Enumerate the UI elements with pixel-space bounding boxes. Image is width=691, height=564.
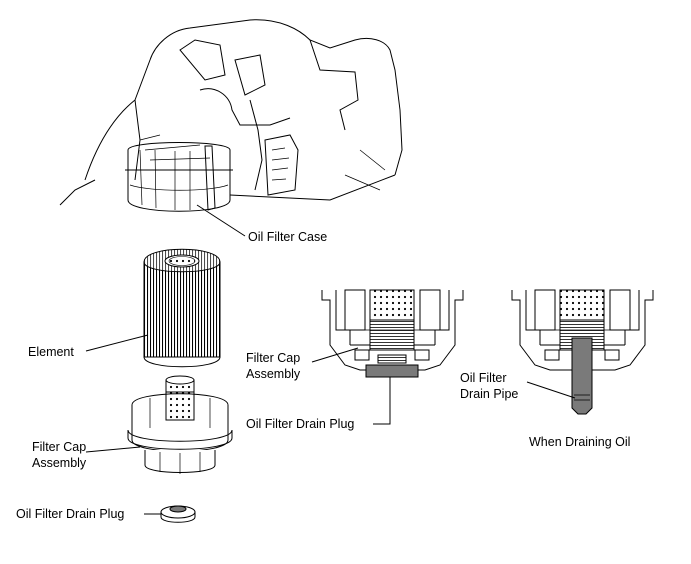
label-drain-pipe-line1: Oil Filter xyxy=(460,371,507,385)
leader-drain-plug-mid xyxy=(373,377,391,425)
label-drain-plug-left: Oil Filter Drain Plug xyxy=(16,507,124,521)
leader-filter-cap-left xyxy=(85,446,141,453)
label-cap-assembly-mid-line1: Filter Cap xyxy=(246,351,300,365)
filter-element-illustration xyxy=(143,248,221,368)
leader-cap-assembly-mid xyxy=(311,347,359,363)
leader-element xyxy=(85,334,149,352)
label-cap-assembly-mid-line2: Assembly xyxy=(246,367,301,381)
cross-section-draining xyxy=(511,289,654,415)
filter-cap-illustration xyxy=(127,375,233,474)
label-drain-plug-mid: Oil Filter Drain Plug xyxy=(246,417,354,431)
leader-drain-pipe xyxy=(526,381,576,399)
cross-section-installed xyxy=(321,289,464,378)
leader-oil-filter-case xyxy=(196,204,246,237)
drain-plug-illustration xyxy=(160,505,196,523)
label-drain-pipe-line2: Drain Pipe xyxy=(460,387,518,401)
label-filter-cap-line1: Filter Cap xyxy=(32,440,86,454)
label-when-draining: When Draining Oil xyxy=(529,435,630,449)
label-filter-cap-line2: Assembly xyxy=(32,456,87,470)
label-element: Element xyxy=(28,345,74,359)
engine-block-illustration xyxy=(59,19,403,212)
label-oil-filter-case: Oil Filter Case xyxy=(248,230,327,244)
